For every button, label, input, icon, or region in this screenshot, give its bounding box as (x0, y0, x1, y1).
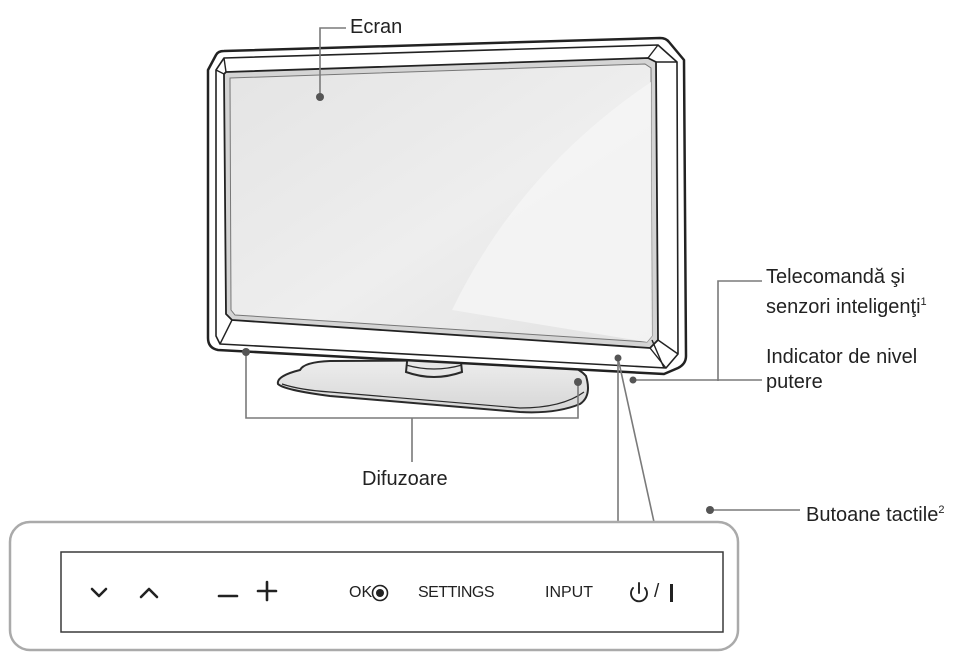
screen-label: Ecran (350, 16, 403, 38)
control-panel (8, 520, 740, 652)
chevron-down-icon[interactable] (90, 587, 108, 598)
ok-button[interactable]: OK (349, 584, 373, 601)
radio-dot-icon (371, 584, 389, 602)
touch-buttons-label-text: Butoane tactile (806, 504, 939, 526)
power-indicator-label: Indicator de nivel putere (766, 345, 917, 395)
callout-dots (242, 93, 714, 514)
remote-sensor-label: Telecomandă şi senzori inteligenţi1 (766, 265, 927, 320)
input-button[interactable]: INPUT (545, 584, 593, 601)
footnote-2: 2 (938, 504, 945, 516)
remote-sensor-label-line2: senzori inteligenţi1 (766, 290, 927, 320)
power-separator: / (654, 581, 660, 602)
power-indicator-label-line1: Indicator de nivel (766, 346, 918, 368)
settings-button[interactable]: SETTINGS (418, 584, 495, 601)
touch-buttons-label: Butoane tactile2 (806, 498, 944, 528)
tv-body (206, 36, 688, 376)
chevron-up-icon[interactable] (139, 587, 159, 599)
power-bar-icon (670, 584, 673, 602)
footnote-1: 1 (920, 296, 927, 308)
plus-icon[interactable] (256, 580, 278, 602)
power-icon[interactable] (630, 582, 648, 603)
power-indicator-label-line2: putere (766, 371, 823, 393)
callout-lines (245, 27, 800, 523)
speakers-label: Difuzoare (362, 468, 448, 490)
remote-sensor-label-text: senzori inteligenţi (766, 296, 921, 318)
remote-sensor-label-line1: Telecomandă şi (766, 266, 905, 288)
